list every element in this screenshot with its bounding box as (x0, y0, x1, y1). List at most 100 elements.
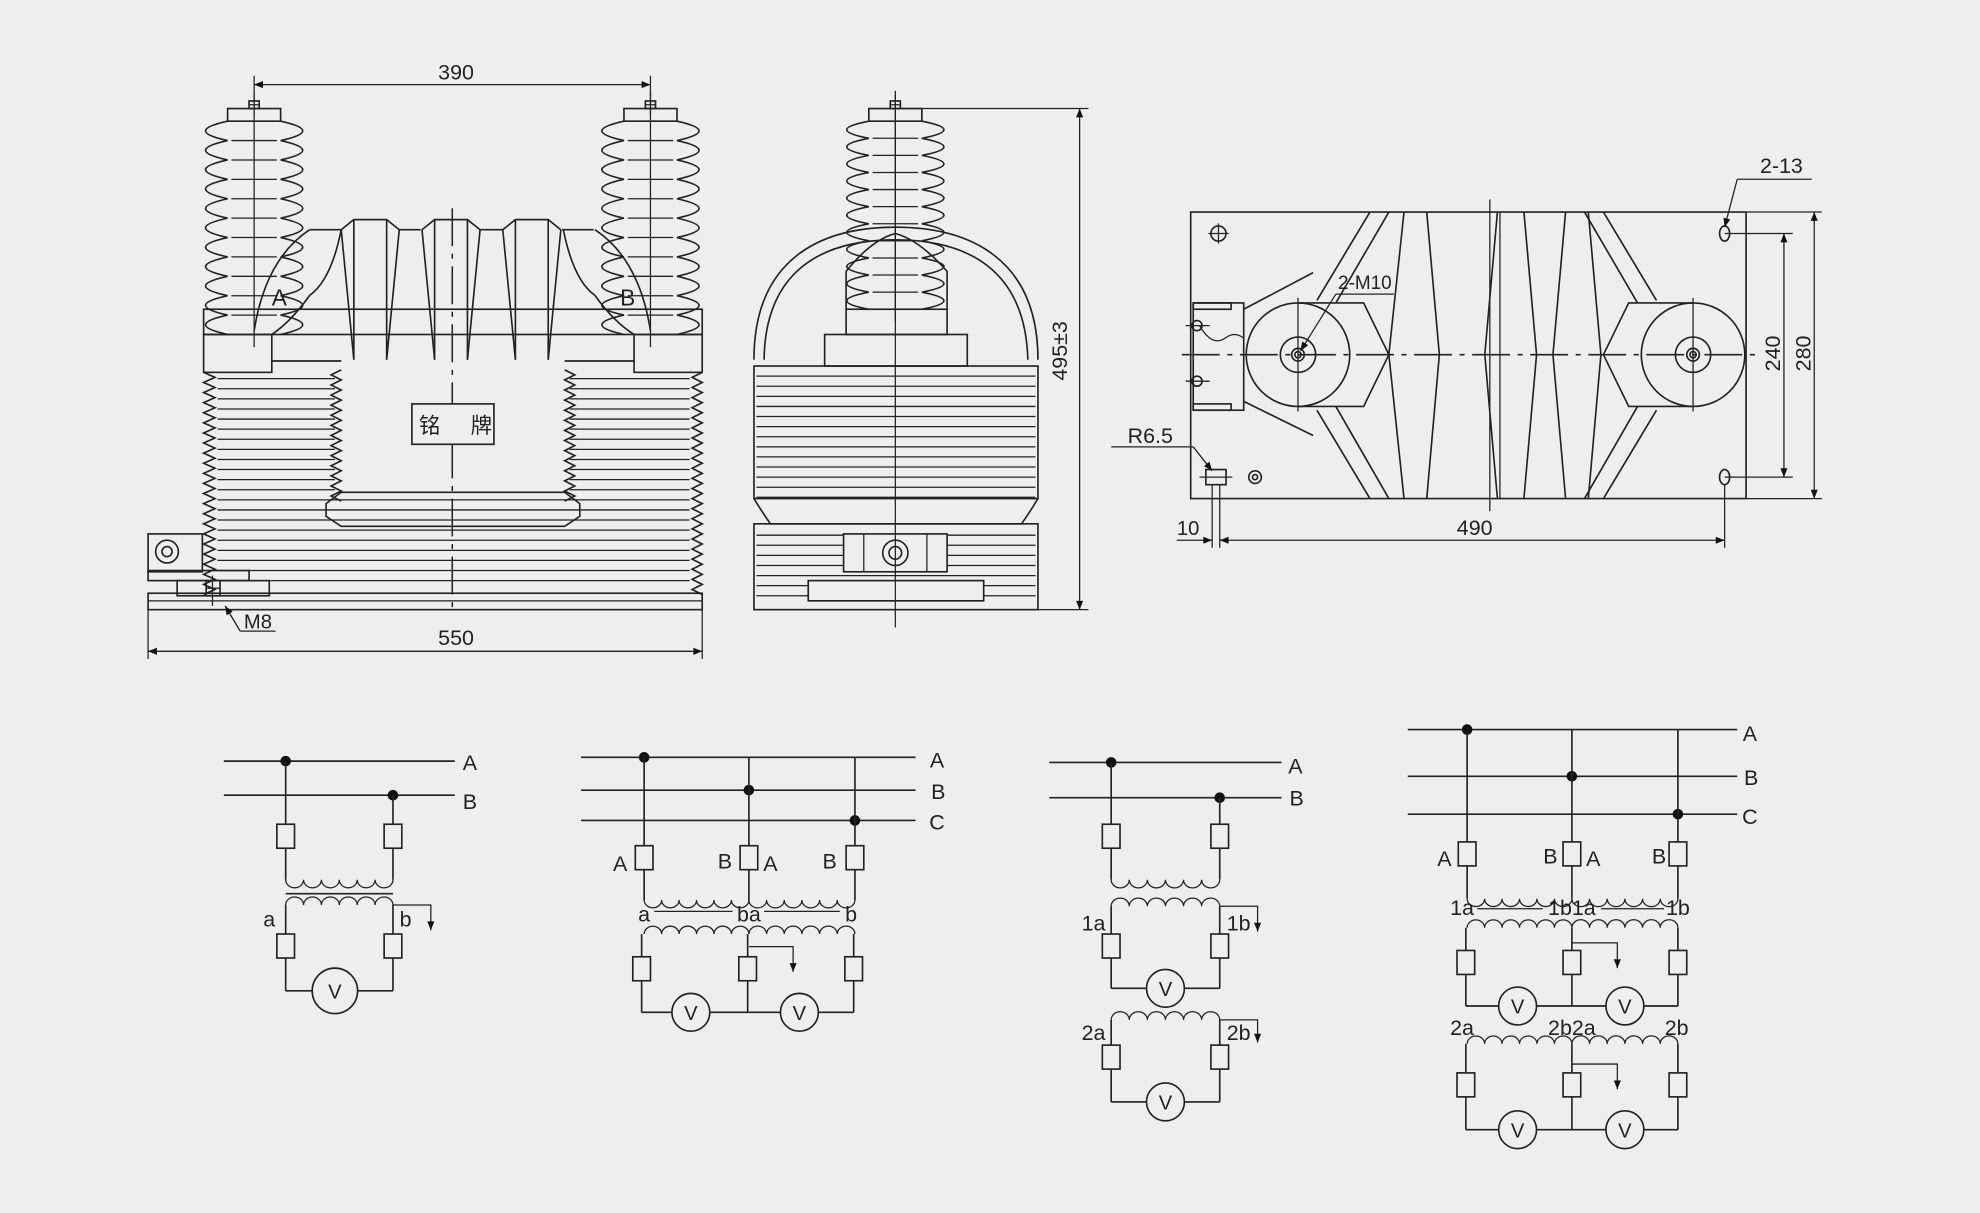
holes-label: 2-13 (1760, 154, 1803, 178)
crown-fin (385, 229, 401, 360)
terminal-label-b: B (620, 284, 635, 310)
diagonal-left-bottom (1316, 406, 1390, 500)
voltmeter-icon (1605, 1109, 1645, 1150)
side-view: 495±3 (753, 90, 1089, 628)
crown-fin (466, 229, 481, 360)
primary-winding (1110, 879, 1221, 889)
fuse-icon (1101, 823, 1121, 850)
voltmeter-icon (311, 967, 359, 1015)
secondary-winding (285, 896, 394, 906)
crown-rib (421, 218, 481, 231)
secondary-winding (748, 925, 856, 935)
primary-winding (748, 899, 856, 909)
bus-label-a: A (930, 748, 945, 772)
width-240-label: 240 (1761, 335, 1785, 371)
fuse-icon (1668, 841, 1688, 867)
leader-2-13 (1723, 179, 1738, 228)
fuse-icon (844, 955, 864, 982)
collar-block-right (633, 333, 704, 374)
crown-fin (501, 229, 517, 360)
secondary-winding-2 (1466, 1035, 1573, 1044)
offset-label: 10 (1177, 518, 1199, 540)
fuse-icon (1456, 949, 1476, 976)
secondary-label: 2b (1665, 1016, 1689, 1040)
fuse-icon (1210, 1044, 1230, 1070)
secondary-label-b: b (400, 907, 412, 931)
leader-m8 (224, 605, 241, 632)
voltmeter-label: V (1511, 1120, 1525, 1142)
bracket-stays (1243, 271, 1314, 437)
fuse-icon (1210, 823, 1230, 850)
fuse-icon (737, 955, 758, 982)
inner-block (845, 308, 948, 336)
secondary-label: 2b2a (1548, 1016, 1596, 1040)
bus-label-a: A (1288, 755, 1303, 779)
secondary-label: a (638, 902, 650, 926)
bus-label-a: A (1743, 722, 1758, 746)
voltmeter-icon (1605, 986, 1645, 1026)
diagonal-right-top (1583, 211, 1658, 304)
secondary-winding (643, 925, 750, 935)
tap-arrow (1219, 905, 1262, 932)
studs-label: 2-M10 (1338, 273, 1392, 294)
primary-winding (643, 899, 750, 909)
box-lip (1192, 302, 1232, 311)
bus-label-c: C (929, 810, 944, 834)
secondary-label: b (845, 902, 857, 926)
primary-label: B (823, 849, 837, 873)
leader-r65 (1192, 446, 1213, 472)
voltmeter-label: V (328, 981, 342, 1003)
primary-label: B (1543, 844, 1557, 868)
terminal-label-a: A (272, 284, 288, 310)
dimension-label-height: 495±3 (1048, 321, 1072, 380)
crown-rib (340, 218, 400, 231)
shoulder-right-inner (562, 229, 635, 336)
mount-hole-icon (1718, 225, 1731, 242)
fuse-icon (1457, 841, 1477, 867)
bus-label-b: B (931, 780, 945, 804)
window-sill (325, 491, 581, 528)
slot-radius-label: R6.5 (1128, 424, 1173, 448)
wire (1198, 325, 1245, 342)
crown-fin (421, 229, 436, 360)
width-280-label: 280 (1791, 335, 1815, 371)
voltmeter-icon (1145, 968, 1186, 1009)
tap-arrow (1571, 942, 1621, 969)
primary-winding (1466, 898, 1573, 908)
body-edge-right (690, 371, 705, 596)
secondary-label: 1b (1227, 911, 1251, 935)
insulator-shed-right (921, 120, 945, 311)
fuse-icon (1562, 949, 1582, 976)
voltmeter-label: V (1159, 979, 1173, 1001)
secondary-winding-1 (1571, 919, 1679, 928)
bus-label-b: B (1290, 786, 1304, 810)
fuse-icon (1668, 1072, 1688, 1098)
tap-arrow (748, 946, 797, 972)
insulator-shed-right (676, 120, 700, 336)
primary-label: A (1586, 847, 1601, 871)
tap-arrow (1219, 1019, 1262, 1043)
fuse-icon (1562, 1072, 1582, 1098)
dimension-label-550: 550 (438, 626, 474, 650)
fuse-icon (276, 933, 296, 959)
diagonal-right-bottom (1583, 406, 1658, 500)
window-edge-right (562, 369, 577, 502)
voltmeter-label: V (684, 1003, 698, 1025)
secondary-label: 2b (1227, 1021, 1251, 1045)
primary-winding (285, 879, 394, 889)
voltmeter-icon (1497, 1109, 1538, 1150)
collar-block-left (202, 333, 273, 374)
box-lip (1192, 403, 1232, 412)
primary-winding (1571, 898, 1679, 908)
secondary-terminal-box (1192, 302, 1245, 412)
window-edge-left (329, 369, 344, 502)
secondary-label: 1b (1666, 896, 1690, 920)
fuse-icon (383, 933, 403, 959)
voltmeter-label: V (1511, 997, 1525, 1019)
fuse-icon (1562, 841, 1582, 867)
insulator-shed-left (846, 120, 869, 311)
fuse-icon (739, 844, 759, 871)
